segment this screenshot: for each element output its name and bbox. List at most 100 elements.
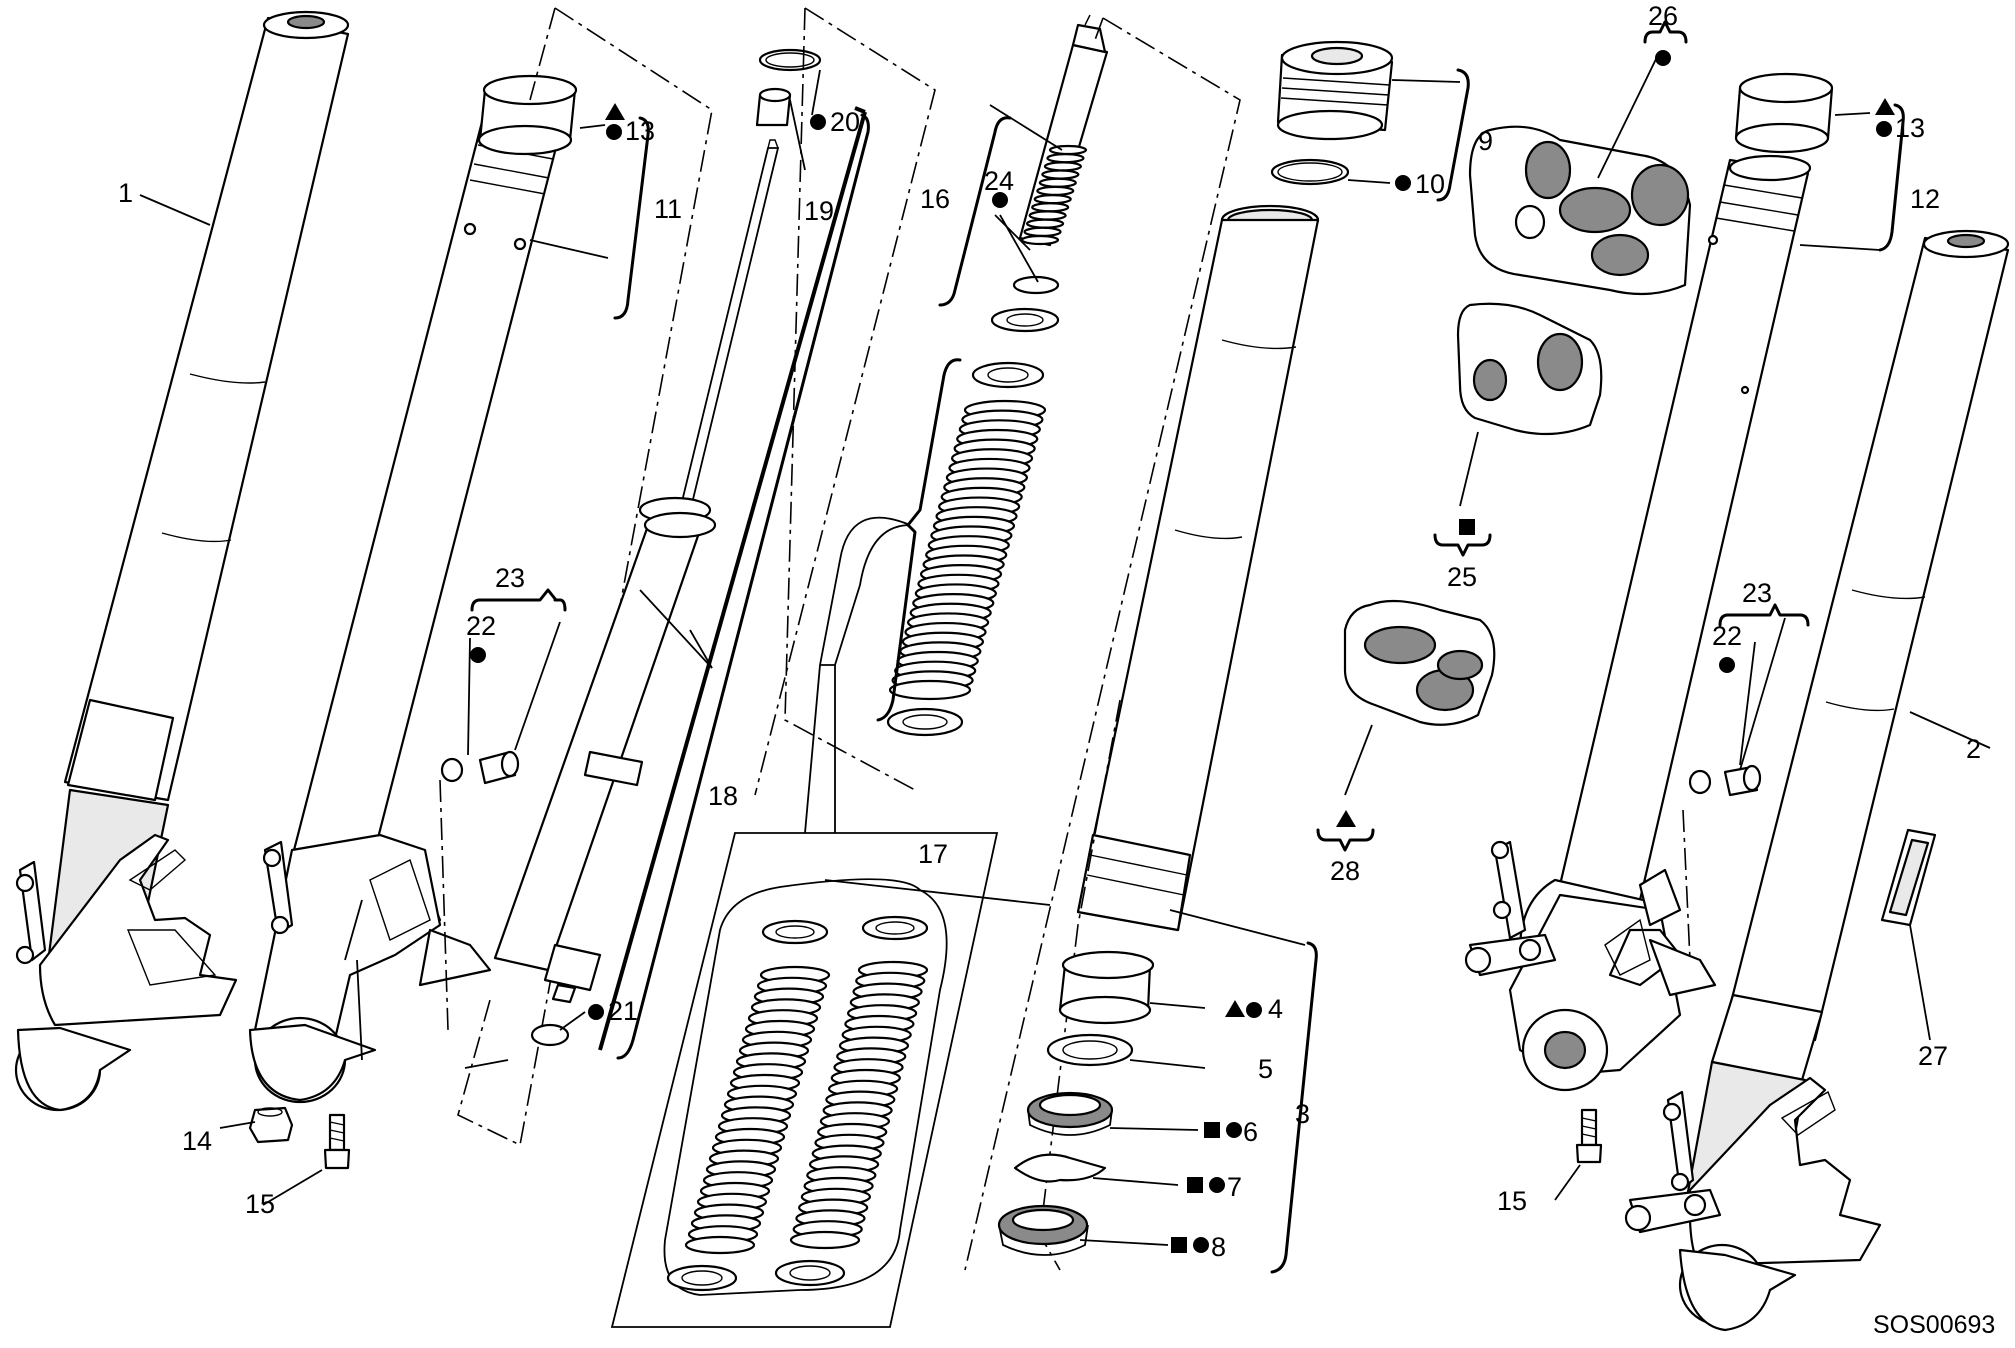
circle-symbol [1719,657,1735,673]
label-13-left: 13 [625,116,655,146]
screw-15-left [323,1113,351,1170]
label-16: 16 [920,184,950,214]
label-2: 2 [1966,734,1981,764]
fork-leg-2 [1624,229,2010,1332]
bush-13-left [477,74,578,156]
spring-coil [1023,226,1062,237]
label-22-left: 22 [466,611,496,641]
kit-25 [1456,302,1603,436]
label-22-right: 22 [1712,621,1742,651]
screw-15-right [1575,1108,1603,1164]
symbols [470,50,1895,1253]
label-10: 10 [1415,169,1445,199]
label-11: 11 [654,194,682,224]
label-9: 9 [1478,126,1493,156]
circle-symbol [810,114,826,130]
leader-lines [139,54,1991,1246]
label-15-right: 15 [1497,1186,1527,1216]
drawing-code: SOS00693 [1873,1311,1995,1339]
label-14: 14 [182,1126,212,1156]
spring-coil [1038,177,1077,188]
inset-box-17 [610,664,999,1328]
label-4: 4 [1268,994,1283,1024]
fork-leg-1 [14,10,350,1112]
label-6: 6 [1243,1117,1258,1147]
label-8: 8 [1211,1232,1226,1262]
label-5: 5 [1258,1054,1273,1084]
label-25: 25 [1447,562,1477,592]
label-27: 27 [1918,1041,1948,1071]
part-labels: 1 2 3 4 5 6 7 8 9 10 11 12 13 13 14 15 1… [118,1,1995,1339]
label-18: 18 [708,781,738,811]
spring-coil [1028,210,1067,221]
spring-coil [1033,193,1072,205]
label-23-right: 23 [1742,578,1772,608]
label-20: 20 [830,107,860,137]
damper-cartridge-18 [493,139,780,1047]
spring-coil [1020,234,1060,246]
dust-seal-8 [997,1204,1089,1256]
triangle-symbol [1875,98,1895,115]
nut-14 [248,1106,294,1144]
circle-symbol [588,1004,604,1020]
square-symbol [1459,519,1475,535]
label-21: 21 [608,996,638,1026]
label-24: 24 [984,166,1014,196]
outer-tube-3 [1076,204,1320,932]
square-symbol [1187,1177,1203,1193]
spring-coil [1041,169,1080,180]
washer-5 [1046,1033,1134,1067]
spring-coil [1031,202,1070,213]
label-3: 3 [1295,1099,1310,1129]
kit-26 [1468,125,1692,296]
ring-20 [758,48,822,72]
triangle-symbol [605,103,625,120]
label-28: 28 [1330,856,1360,886]
circle-symbol [1226,1122,1242,1138]
square-symbol [1204,1122,1220,1138]
spring-coil [1036,185,1075,197]
label-17: 17 [918,839,948,869]
spring-coil [684,1235,756,1255]
ring-19 [755,87,792,127]
fork-tube-12 [1464,154,1812,1092]
bush-13-right [1734,72,1834,154]
circle-symbol [1246,1002,1262,1018]
circle-symbol [1193,1237,1209,1253]
o-ring-10 [1270,158,1350,186]
spring-coil [1025,218,1065,229]
circle-symbol [1395,175,1411,191]
bush-4 [1058,950,1155,1025]
spring-preload-rod-16 [1018,14,1109,247]
circle-symbol [606,124,622,140]
spring-coil [1048,144,1088,156]
clip-7 [1013,1153,1107,1183]
spring-coil [789,1230,861,1250]
label-26: 26 [1648,1,1678,31]
label-7: 7 [1227,1172,1242,1202]
bleed-screw-right [1688,764,1762,797]
triangle-symbol [1225,1000,1245,1017]
braces [470,20,1905,1274]
circle-symbol [1209,1177,1225,1193]
bleed-screw-left [440,750,520,785]
oil-seal-6 [1026,1091,1114,1136]
spring-coil [888,679,972,701]
circle-symbol [470,647,486,663]
kit-28 [1343,599,1496,726]
spring-coil [1043,161,1083,172]
label-19: 19 [804,196,834,226]
label-13-right: 13 [1895,113,1925,143]
triangle-symbol [1336,810,1356,827]
reflector-27 [1880,828,1937,927]
label-15-left: 15 [245,1189,275,1219]
square-symbol [1171,1237,1187,1253]
top-cap-9 [1276,40,1394,141]
circle-symbol [1655,50,1671,66]
label-23-left: 23 [495,563,525,593]
spring-coil [1046,153,1085,164]
label-12: 12 [1910,184,1940,214]
washer-24 [990,275,1060,333]
